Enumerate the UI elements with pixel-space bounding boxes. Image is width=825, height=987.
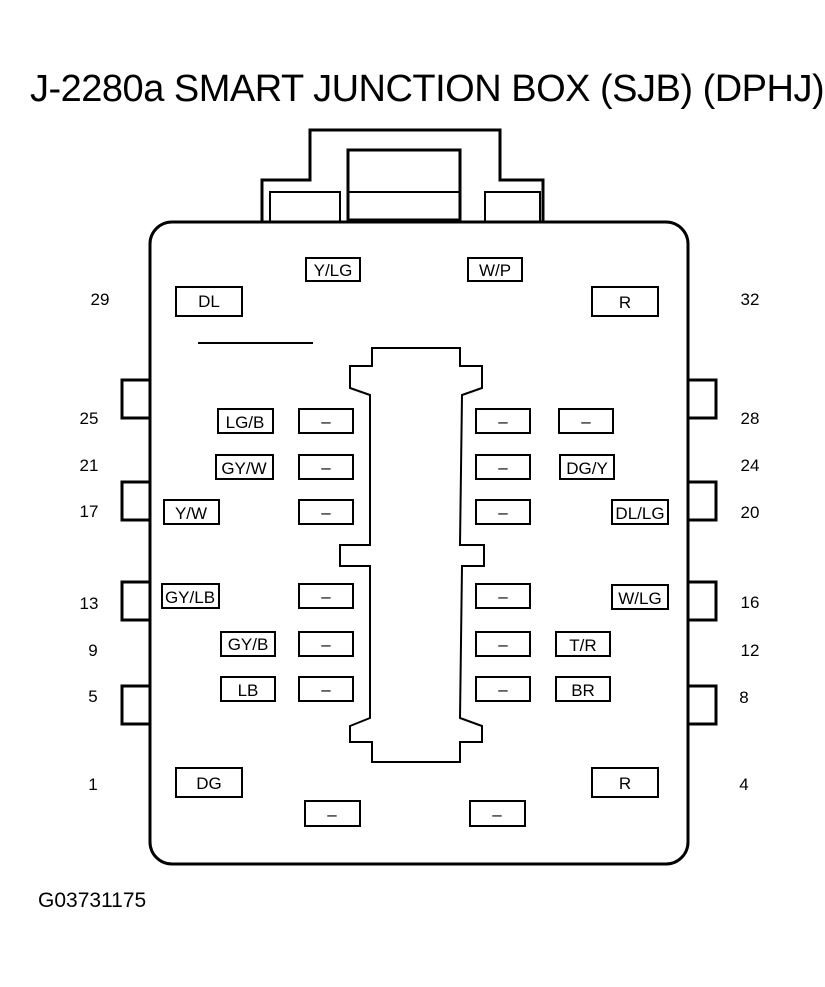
pin-numbers-left: 29 25 21 17 13 9 5 1 (80, 290, 110, 794)
cavity-box (298, 631, 354, 657)
pin-number: 16 (741, 593, 760, 612)
cavity-label: – (492, 805, 502, 824)
cavity-box (305, 257, 361, 282)
pin-number: 9 (88, 641, 97, 660)
cavity-box (298, 454, 354, 480)
pin-number: 17 (80, 502, 99, 521)
cavity-label: – (498, 412, 508, 431)
cavity-box (611, 499, 669, 525)
cavity-label: BR (571, 681, 595, 700)
connector-housing (120, 128, 718, 866)
cavity-box (469, 800, 526, 827)
pin-number: 1 (88, 775, 97, 794)
pin-number: 20 (741, 503, 760, 522)
cavity-box (591, 286, 659, 317)
cavity-label: – (321, 635, 331, 654)
cavity-label: – (498, 503, 508, 522)
cavity-label: Y/W (175, 504, 207, 523)
cavity-box (475, 583, 531, 609)
cavity-label: DL/LG (615, 504, 664, 523)
cavity-box (467, 257, 523, 282)
pin-number: 12 (741, 641, 760, 660)
cavity-box (558, 408, 614, 434)
cavity-label: LB (238, 681, 259, 700)
pin-numbers-right: 32 28 24 20 16 12 8 4 (739, 290, 759, 794)
figure-id: G03731175 (38, 889, 147, 912)
cavity-label: – (321, 680, 331, 699)
cavity-box (217, 408, 274, 434)
cavity-box (161, 583, 220, 609)
cavity-label: – (321, 412, 331, 431)
cavity-box (475, 631, 531, 657)
pin-number: 21 (80, 456, 99, 475)
cavity-boxes (161, 257, 669, 827)
cavity-box (220, 631, 276, 657)
pin-number: 32 (741, 290, 760, 309)
cavity-box (298, 676, 354, 702)
cavity-box (220, 676, 276, 702)
cavity-label: Y/LG (314, 261, 353, 280)
diagram-title: J-2280a SMART JUNCTION BOX (SJB) (DPHJ) (30, 68, 825, 110)
cavity-label: DL (198, 292, 220, 311)
cavity-box (475, 454, 531, 480)
cavity-box (175, 767, 243, 798)
cavity-box (298, 408, 354, 434)
cavity-label: GY/LB (165, 588, 215, 607)
cavity-label: – (321, 458, 331, 477)
cavity-label: W/P (479, 261, 511, 280)
cavity-box (298, 583, 354, 609)
pin-number: 13 (80, 594, 99, 613)
cavity-label: – (498, 587, 508, 606)
pin-number: 8 (739, 688, 748, 707)
cavity-label: – (498, 458, 508, 477)
cavity-box (555, 631, 611, 657)
cavity-label: – (327, 805, 337, 824)
cavity-label: – (581, 412, 591, 431)
cavity-box (559, 454, 615, 480)
cavity-label: DG (196, 774, 222, 793)
cavity-label: T/R (569, 636, 596, 655)
cavity-label: W/LG (618, 589, 661, 608)
cavity-labels: Y/LG W/P DL R LG/B GY/W Y/W GY/LB GY/B L… (165, 261, 665, 824)
cavity-box (475, 408, 531, 434)
cavity-label: – (321, 503, 331, 522)
cavity-label: – (498, 635, 508, 654)
cavity-label: LG/B (226, 413, 265, 432)
cavity-box (304, 800, 361, 827)
cavity-box (163, 499, 220, 525)
pin-number: 24 (741, 456, 760, 475)
cavity-label: R (619, 293, 631, 312)
pin-number: 4 (739, 775, 748, 794)
cavity-box (298, 499, 354, 525)
pin-number: 25 (80, 409, 99, 428)
cavity-box (591, 767, 659, 798)
cavity-label: DG/Y (566, 459, 608, 478)
cavity-box (475, 499, 531, 525)
pin-number: 29 (91, 290, 110, 309)
cavity-box (555, 676, 611, 702)
cavity-box (475, 676, 531, 702)
pin-number: 28 (741, 409, 760, 428)
cavity-box (215, 454, 274, 480)
cavity-box (175, 286, 243, 317)
cavity-box (611, 584, 669, 610)
cavity-label: – (498, 680, 508, 699)
cavity-label: GY/B (228, 635, 269, 654)
pin-number: 5 (88, 687, 97, 706)
center-keyway (339, 347, 485, 763)
cavity-label: – (321, 587, 331, 606)
cavity-label: GY/W (221, 459, 266, 478)
cavity-label: R (619, 774, 631, 793)
